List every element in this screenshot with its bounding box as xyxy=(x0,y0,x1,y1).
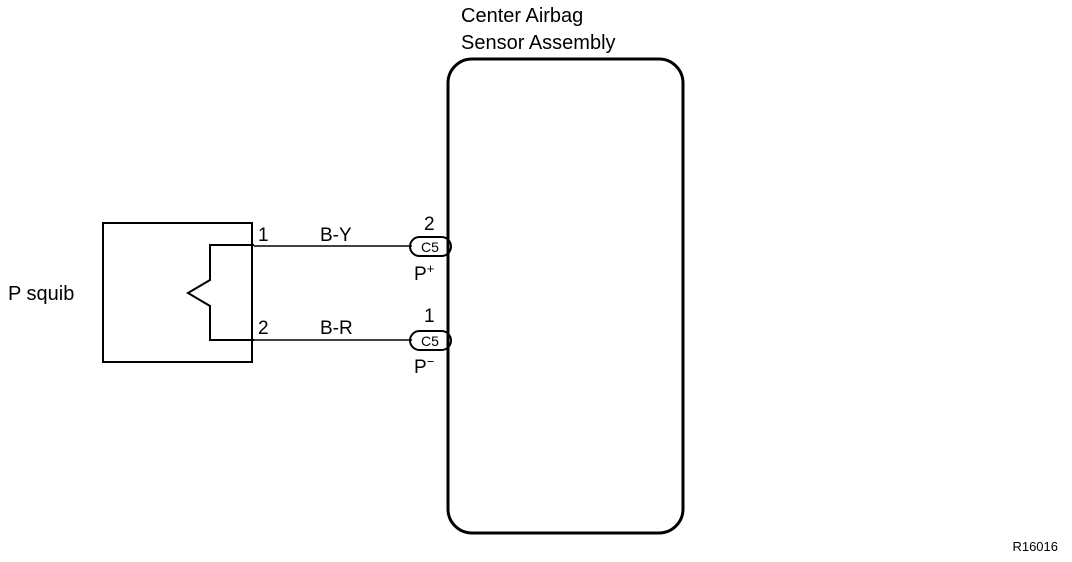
module-title-line1: Center Airbag xyxy=(461,5,583,27)
figure-id: R16016 xyxy=(1012,539,1058,554)
module-pin-2: 2 xyxy=(424,214,435,235)
module-pin-1: 1 xyxy=(424,306,435,327)
squib-pin-1: 1 xyxy=(258,225,269,246)
squib-pin-2: 2 xyxy=(258,318,269,339)
squib-box xyxy=(102,222,253,363)
signal-p-plus: P+ xyxy=(414,261,434,285)
connector-c5-lower-label: C5 xyxy=(421,333,439,349)
connector-c5-lower xyxy=(409,330,452,351)
squib-label: P squib xyxy=(8,283,74,305)
signal-p-minus: P− xyxy=(414,354,434,378)
sensor-assembly-box xyxy=(446,57,685,535)
module-title-line2: Sensor Assembly xyxy=(461,32,616,54)
connector-c5-upper xyxy=(409,236,452,257)
connector-c5-upper-label: C5 xyxy=(421,239,439,255)
wire-color-b-y: B-Y xyxy=(320,225,352,246)
squib-element-symbol xyxy=(186,244,254,341)
wire-color-b-r: B-R xyxy=(320,318,353,339)
